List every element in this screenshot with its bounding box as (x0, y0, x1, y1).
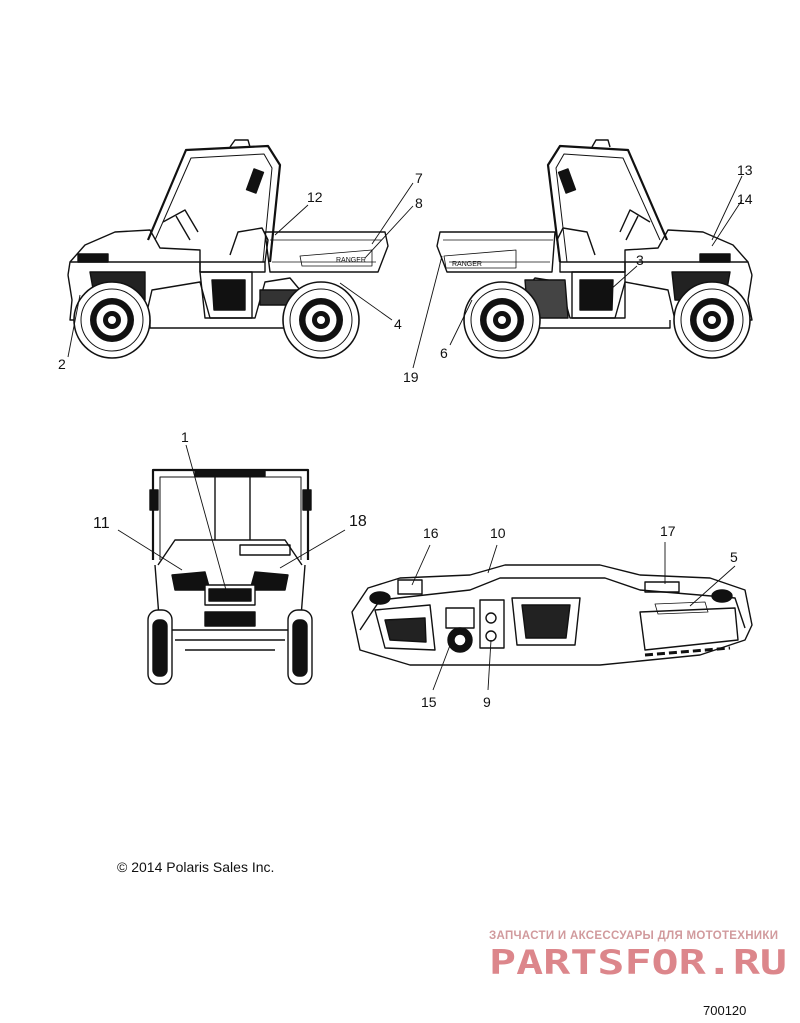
callout-8: 8 (415, 195, 423, 211)
right-view-front-wheel (673, 281, 751, 359)
callout-12: 12 (307, 189, 323, 205)
left-view-front-wheel (73, 281, 151, 359)
left-view-rear-wheel (282, 281, 360, 359)
dashboard-view (351, 564, 753, 666)
callout-18: 18 (349, 513, 367, 530)
callout-1: 1 (181, 429, 189, 445)
callout-17: 17 (660, 523, 676, 539)
callout-7: 7 (415, 170, 423, 186)
copyright-notice: © 2014 Polaris Sales Inc. (117, 859, 275, 875)
right-bed-decal-text: RANGER (452, 261, 482, 268)
callout-11: 11 (93, 515, 110, 532)
watermark-logo-text: PARTSFOR.RU (489, 944, 787, 978)
callout-15: 15 (421, 694, 437, 710)
callout-16: 16 (423, 525, 439, 541)
callout-10: 10 (490, 525, 506, 541)
utv-front-view (149, 468, 312, 651)
callout-6: 6 (440, 345, 448, 361)
front-view-wheels (147, 609, 313, 685)
leader-lines (67, 175, 743, 691)
callout-9: 9 (483, 694, 491, 710)
callout-2: 2 (58, 356, 66, 372)
bed-decal-text: RANGER (336, 257, 366, 264)
callout-3: 3 (636, 252, 644, 268)
figure-number: 700120 (703, 1003, 747, 1018)
callout-numbers: 1 2 3 4 5 6 7 8 9 10 11 12 13 14 15 16 1… (58, 162, 753, 710)
callout-19: 19 (403, 369, 419, 385)
callout-14: 14 (737, 191, 753, 207)
watermark-tagline: ЗАПЧАСТИ И АКСЕССУАРЫ ДЛЯ МОТОТЕХНИКИ (489, 930, 779, 942)
callout-5: 5 (730, 549, 738, 565)
right-view-rear-wheel (463, 281, 541, 359)
callout-13: 13 (737, 162, 753, 178)
watermark-logo: PARTSFOR.RU (489, 944, 787, 978)
callout-4: 4 (394, 316, 402, 332)
